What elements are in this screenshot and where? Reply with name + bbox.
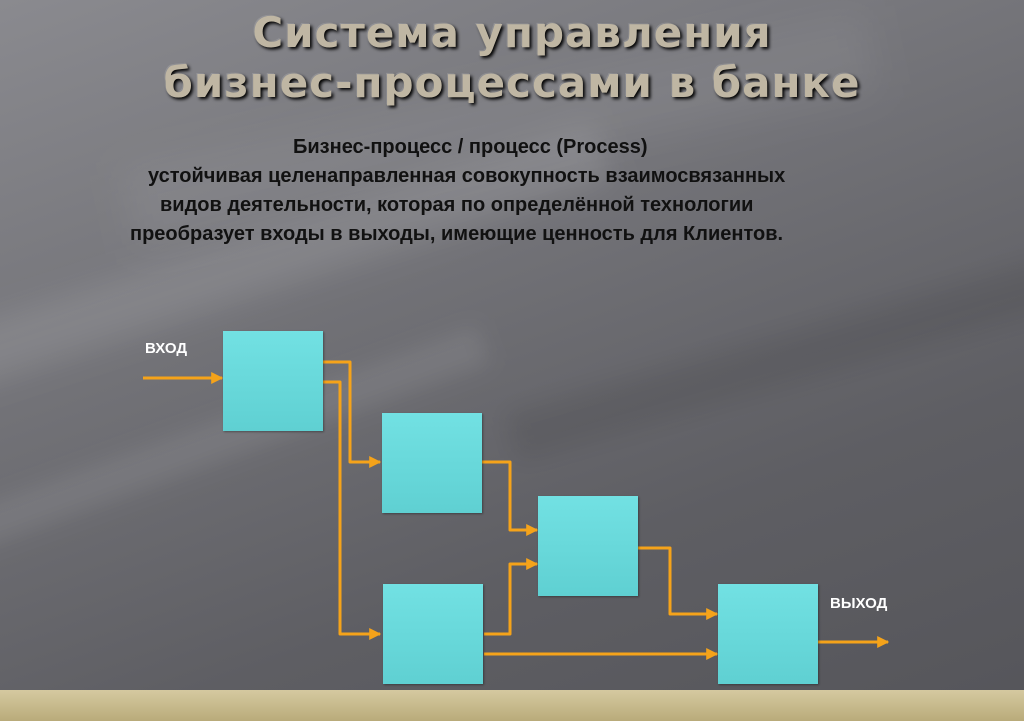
footer-bar (0, 690, 1024, 721)
definition-heading: Бизнес-процесс / процесс (Process) (293, 136, 648, 158)
arrow-box3-to-box5 (637, 546, 719, 620)
definition-line-2: видов деятельности, которая по определён… (160, 194, 754, 216)
process-box-3 (538, 496, 638, 596)
input-label: ВХОД (145, 340, 188, 357)
arrow-box1-to-box4 (323, 380, 382, 640)
definition-block: Бизнес-процесс / процесс (Process) устой… (120, 133, 970, 249)
arrow-box2-to-box3 (482, 460, 539, 536)
arrow-box1-to-box2 (323, 360, 382, 468)
process-box-1 (223, 331, 323, 431)
definition-line-3: преобразует входы в выходы, имеющие ценн… (130, 223, 784, 245)
title-line-1: Система управления (252, 8, 772, 57)
process-box-5 (718, 584, 818, 684)
output-label: ВЫХОД (830, 595, 888, 612)
definition-line-1: устойчивая целенаправленная совокупность… (148, 165, 786, 187)
slide-title: Система управления бизнес-процессами в б… (0, 8, 1024, 108)
title-line-2: бизнес-процессами в банке (163, 58, 861, 107)
process-box-4 (383, 584, 483, 684)
arrow-box4-to-box3 (484, 558, 539, 636)
process-box-2 (382, 413, 482, 513)
